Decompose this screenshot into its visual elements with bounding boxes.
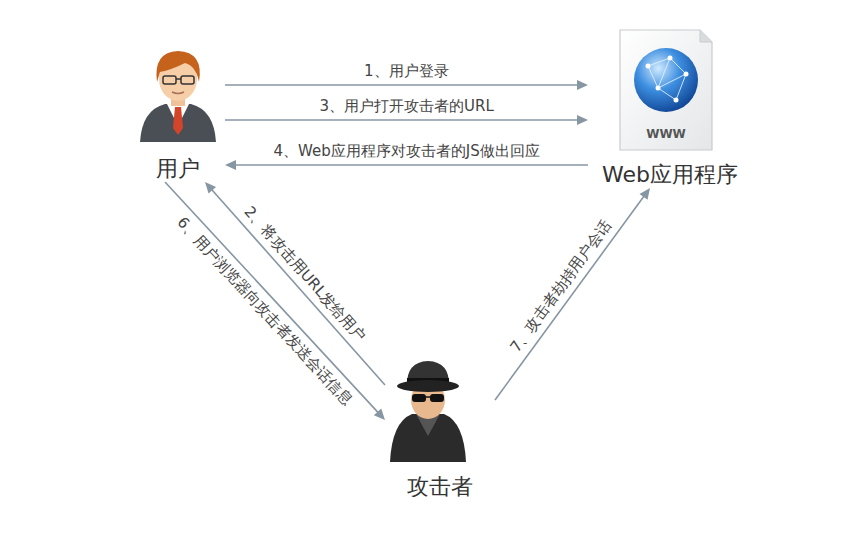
connector-line <box>235 164 588 166</box>
connector-line <box>225 84 578 86</box>
node-label: 用户 <box>152 156 204 182</box>
connector-arrow <box>225 115 588 125</box>
connector-line <box>225 119 578 121</box>
user-icon <box>140 51 216 142</box>
arrowhead <box>639 188 650 200</box>
step-label: 7、攻击者劫持用户会话 <box>507 216 616 355</box>
connector-arrow <box>225 80 588 90</box>
arrowhead <box>374 409 385 420</box>
connector-arrow <box>225 160 588 170</box>
connector-line <box>495 196 644 400</box>
node-label: Web应用程序 <box>598 162 742 188</box>
arrowhead <box>577 80 588 90</box>
user-node: 用户 <box>130 50 225 182</box>
step-label: 4、Web应用程序对攻击者的JS做出回应 <box>274 142 540 160</box>
attacker-node: 攻击者 <box>385 362 495 500</box>
globe-caption: WWW <box>646 127 686 141</box>
connector-line <box>165 182 378 413</box>
connector-arrow <box>165 182 385 420</box>
attacker-icon <box>390 361 466 462</box>
web-app-node: Web应用程序 <box>588 28 752 188</box>
node-label: 攻击者 <box>403 474 477 500</box>
arrowhead <box>577 115 588 125</box>
arrowhead <box>225 160 236 170</box>
step-label: 1、用户登录 <box>364 62 449 80</box>
step-label: 2、将攻击用URL发给用户 <box>241 203 370 345</box>
step-label: 3、用户打开攻击者的URL <box>320 97 494 115</box>
arrowhead <box>205 182 216 194</box>
web-icon <box>620 30 712 150</box>
connector-arrow <box>495 188 650 400</box>
